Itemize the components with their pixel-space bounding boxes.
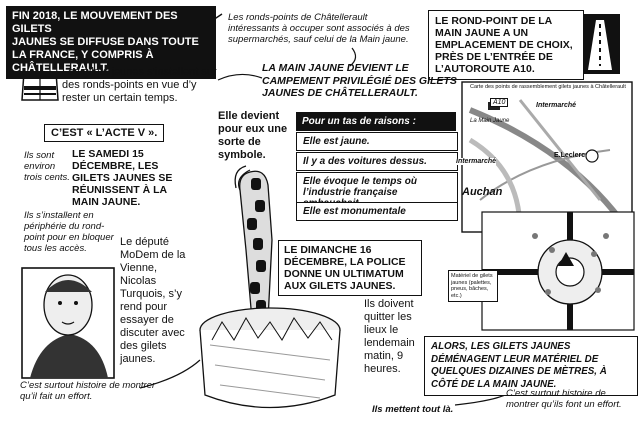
map-label-intermarche-1: Intermarché	[536, 102, 577, 109]
map-label-leclerc: E.Leclerc	[554, 152, 586, 159]
map-label-main-jaune: La Main Jaune	[470, 118, 510, 124]
acte-v-note-periphery: Ils s’installent en périphérie du rond-p…	[24, 210, 114, 254]
map-illustration	[461, 81, 633, 233]
header-title-line-2: JAUNES SE DIFFUSE DANS TOUTE	[12, 36, 199, 48]
reason-item-2: Il y a des voitures dessus.	[296, 152, 458, 171]
header-title-line-3: LA FRANCE, Y COMPRIS À CHÂTELLERAULT.	[12, 49, 154, 74]
reason-item-4: Elle est monumentale	[296, 202, 458, 221]
map-label-a10: A10	[490, 98, 509, 107]
roundabouts-note: Les ronds-points de Châtellerault intére…	[228, 12, 410, 45]
camp-headline: LA MAIN JAUNE DEVIENT LE CAMPEMENT PRIVI…	[262, 62, 457, 99]
deputy-portrait	[21, 267, 115, 379]
symbol-text: Elle devient pour eux une sorte de symbo…	[218, 110, 288, 161]
acte-v-title: C’EST « L’ACTE V ».	[44, 124, 165, 142]
highway-icon	[580, 14, 620, 74]
reason-item-1: Elle est jaune.	[296, 132, 458, 151]
acte-v-date-text: LE SAMEDI 15 DÉCEMBRE, LES GILETS JAUNES…	[72, 148, 173, 208]
map-label-intermarche-2: Intermarché	[456, 158, 497, 165]
deputy-text: Le député MoDem de la Vienne, Nicolas Tu…	[120, 236, 186, 365]
map-label-auchan: Auchan	[462, 186, 503, 198]
roundabout-illustration	[199, 307, 341, 409]
all-there-note: Ils mettent tout là.	[372, 404, 454, 415]
outcome-box: ALORS, LES GILETS JAUNES DÉMÉNAGENT LEUR…	[424, 336, 638, 396]
outcome-effort-note: C’est surtout histoire de montrer qu’ils…	[506, 388, 622, 410]
deputy-effort-note: C’est surtout histoire de montrer qu’il …	[20, 380, 156, 402]
acte-v-note-count: Ils sont environ trois cents.	[24, 150, 70, 183]
header-title-line-1: FIN 2018, LE MOUVEMENT DES GILETS	[12, 10, 178, 35]
material-label: Matériel de gilets jaunes (palettes, pne…	[448, 270, 498, 302]
yellow-hand-sculpture	[234, 165, 273, 321]
map-caption: Carte des points de rassemblement gilets…	[470, 84, 626, 90]
roundabout-diagram	[481, 211, 635, 331]
vest-text: Les gilets jaunes s’installent sur des r…	[62, 66, 217, 104]
location-box: LE ROND-POINT DE LA MAIN JAUNE A UN EMPL…	[428, 10, 584, 80]
leave-text: Ils doivent quitter les lieux le lendema…	[364, 298, 415, 375]
reasons-title: Pour un tas de raisons :	[296, 112, 456, 131]
header-title-box: FIN 2018, LE MOUVEMENT DES GILETS JAUNES…	[6, 6, 216, 79]
ultimatum-box: LE DIMANCHE 16 DÉCEMBRE, LA POLICE DONNE…	[278, 240, 422, 296]
